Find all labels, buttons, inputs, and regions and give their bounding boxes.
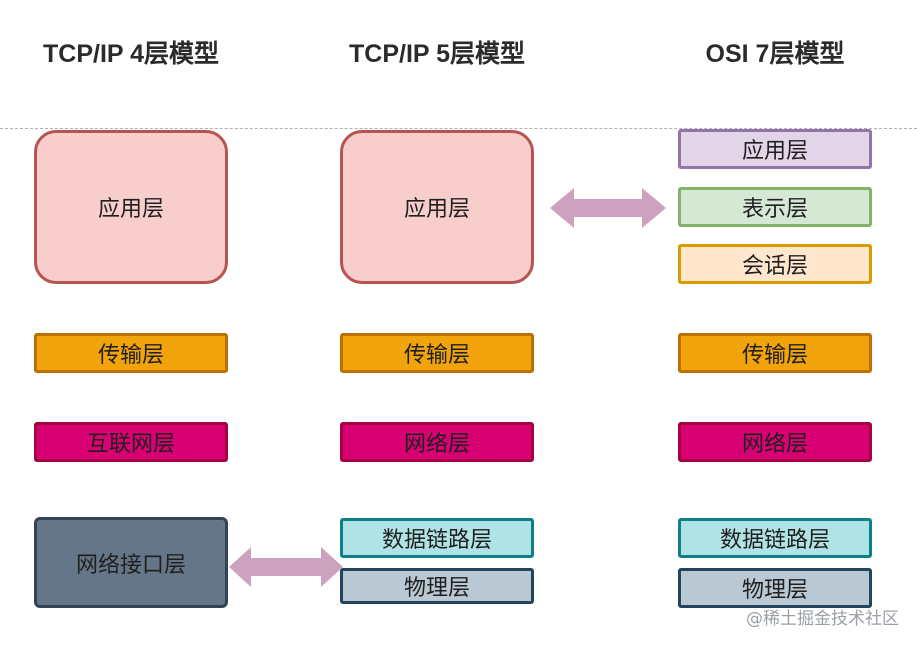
tcpip5-data-link-label: 数据链路层 bbox=[381, 528, 492, 553]
tcpip5-transport-label: 传输层 bbox=[403, 343, 470, 368]
network-interface-mapping-arrow-shape bbox=[229, 547, 343, 587]
osi7-application-layer: 应用层 bbox=[678, 129, 872, 169]
osi7-physical-layer: 物理层 bbox=[678, 568, 872, 608]
osi7-data-link-label: 数据链路层 bbox=[719, 528, 830, 553]
tcpip4-network-interface-layer: 网络接口层 bbox=[34, 517, 228, 608]
osi7-transport-layer: 传输层 bbox=[678, 333, 872, 373]
application-mapping-arrow bbox=[550, 188, 666, 228]
tcpip5-application-label: 应用层 bbox=[403, 197, 470, 222]
tcpip4-transport-layer: 传输层 bbox=[34, 333, 228, 373]
tcpip5-application-layer: 应用层 bbox=[340, 130, 534, 284]
tcpip4-internet-label: 互联网层 bbox=[86, 432, 175, 457]
osi7-presentation-label: 表示层 bbox=[741, 197, 808, 222]
osi7-title: OSI 7层模型 bbox=[705, 40, 845, 68]
osi7-session-label: 会话层 bbox=[741, 254, 808, 279]
network-interface-mapping-arrow bbox=[229, 547, 343, 587]
tcpip5-transport-layer: 传输层 bbox=[340, 333, 534, 373]
osi7-data-link-layer: 数据链路层 bbox=[678, 518, 872, 558]
tcpip4-application-layer: 应用层 bbox=[34, 130, 228, 284]
tcpip5-physical-layer: 物理层 bbox=[340, 568, 534, 604]
osi7-network-layer: 网络层 bbox=[678, 422, 872, 462]
application-mapping-arrow-shape bbox=[550, 188, 666, 228]
tcpip4-application-label: 应用层 bbox=[97, 197, 164, 222]
tcpip5-network-layer: 网络层 bbox=[340, 422, 534, 462]
osi7-presentation-layer: 表示层 bbox=[678, 187, 872, 227]
tcpip4-internet-layer: 互联网层 bbox=[34, 422, 228, 462]
tcpip5-title: TCP/IP 5层模型 bbox=[349, 40, 525, 68]
tcpip4-title: TCP/IP 4层模型 bbox=[43, 40, 219, 68]
header-divider bbox=[0, 128, 917, 129]
tcpip4-network-interface-label: 网络接口层 bbox=[75, 552, 186, 578]
tcpip4-transport-label: 传输层 bbox=[97, 343, 164, 368]
tcpip5-network-label: 网络层 bbox=[403, 432, 470, 457]
osi7-network-label: 网络层 bbox=[741, 432, 808, 457]
osi7-physical-label: 物理层 bbox=[741, 578, 808, 603]
osi7-transport-label: 传输层 bbox=[741, 343, 808, 368]
osi7-session-layer: 会话层 bbox=[678, 244, 872, 284]
tcpip5-physical-label: 物理层 bbox=[403, 576, 470, 601]
tcpip5-data-link-layer: 数据链路层 bbox=[340, 518, 534, 558]
osi7-application-label: 应用层 bbox=[741, 139, 808, 164]
watermark: @稀土掘金技术社区 bbox=[746, 609, 899, 629]
